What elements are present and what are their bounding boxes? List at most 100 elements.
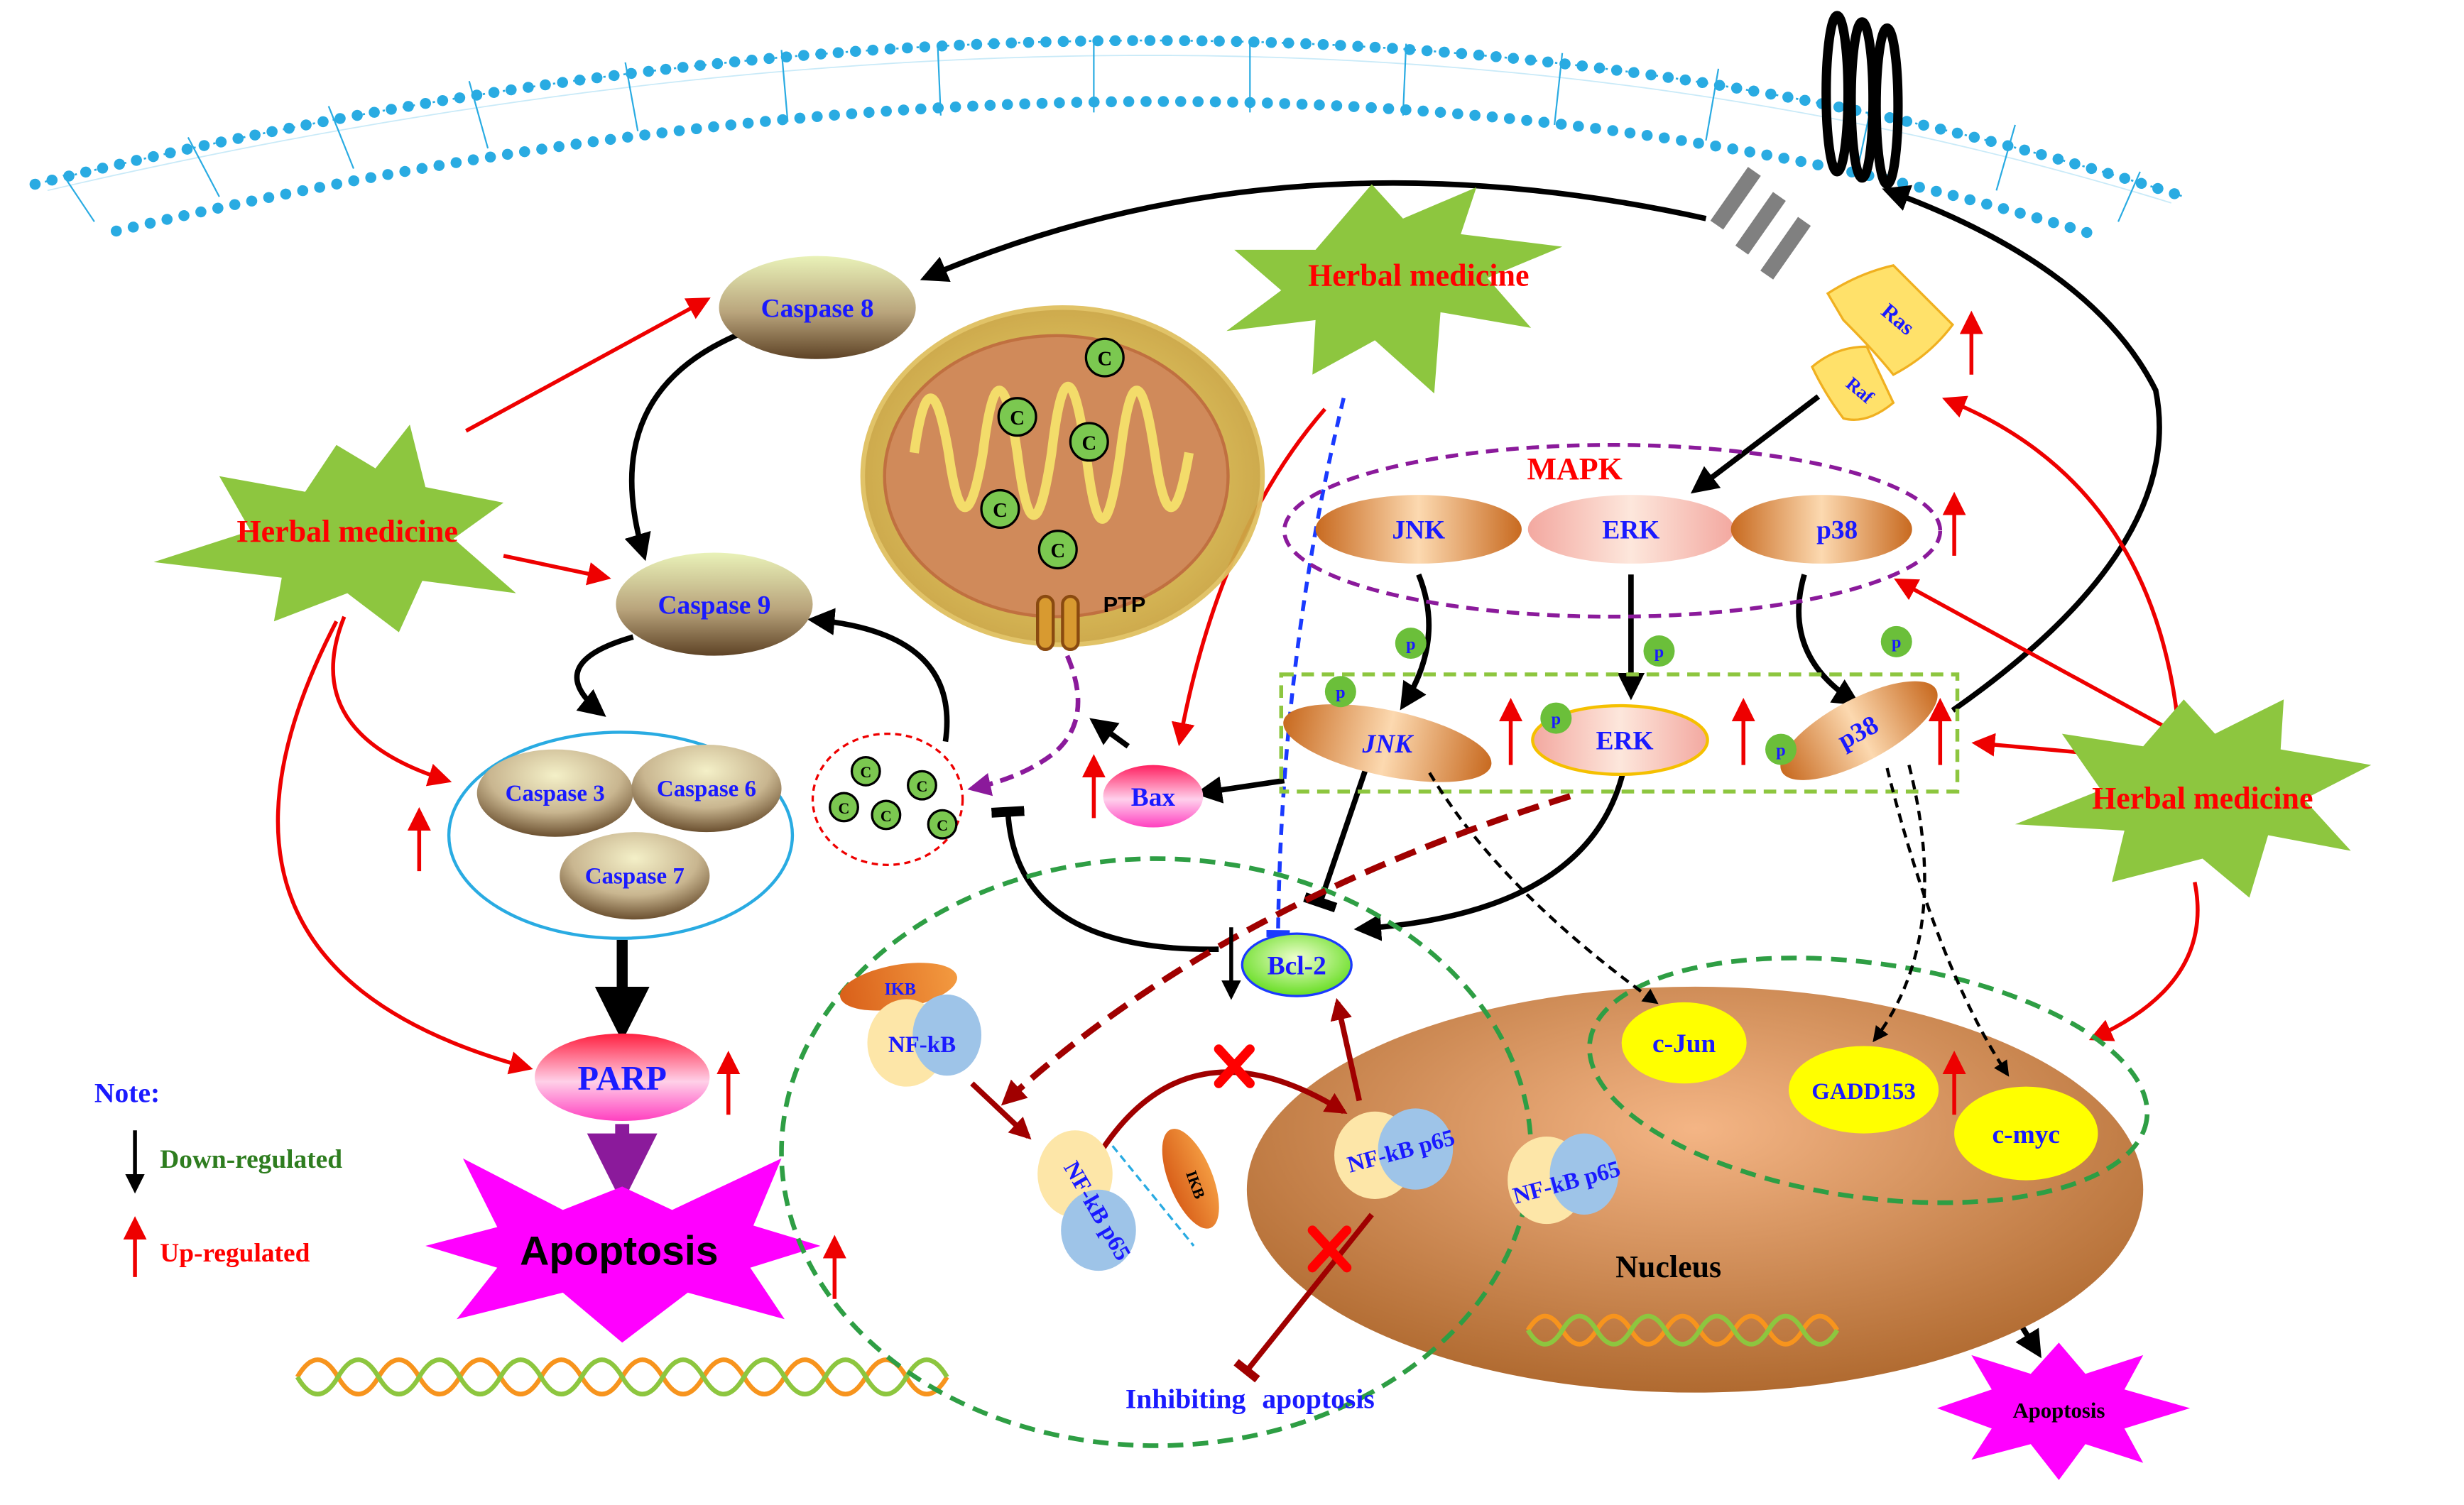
caspase3-label: Caspase 3 bbox=[506, 781, 605, 806]
caspase7-node bbox=[560, 832, 710, 920]
inhibiting-apoptosis-label: Inhibiting apoptosis bbox=[1125, 1384, 1375, 1415]
herbal-medicine-top-label: Herbal medicine bbox=[1308, 258, 1529, 292]
svg-text:C: C bbox=[917, 777, 928, 795]
erk-label: ERK bbox=[1602, 516, 1659, 545]
mapk-group bbox=[1282, 443, 1943, 619]
caspase9-label: Caspase 9 bbox=[658, 591, 771, 620]
svg-text:C: C bbox=[1010, 407, 1025, 429]
released-cytochrome-c-labels: C C C C C bbox=[839, 763, 948, 834]
caspase8-label: Caspase 8 bbox=[761, 294, 874, 323]
bax-node bbox=[1103, 765, 1204, 828]
inhibitor-bars-icon bbox=[1710, 167, 1811, 280]
ras-node bbox=[1826, 264, 1955, 376]
herbal-medicine-left-icon bbox=[153, 425, 516, 633]
nucleus-label: Nucleus bbox=[1615, 1249, 1721, 1284]
nfkb-inhibits-apoptosis-line bbox=[1233, 1213, 1374, 1383]
erk-node bbox=[1527, 495, 1735, 564]
svg-text:p: p bbox=[1892, 633, 1901, 652]
released-cytochrome-c-group bbox=[811, 732, 964, 866]
dna-helix-icon bbox=[295, 1357, 949, 1397]
svg-text:C: C bbox=[937, 816, 948, 834]
transcription-region bbox=[1587, 956, 2150, 1205]
p-jnk-label: JNK bbox=[1362, 730, 1415, 759]
nfkb-p65-free-b bbox=[1061, 1189, 1136, 1271]
svg-text:C: C bbox=[1081, 432, 1096, 454]
nucleus-dna-icon bbox=[1525, 1313, 1839, 1347]
herbal-medicine-left-label: Herbal medicine bbox=[236, 514, 457, 549]
up-regulated-marks bbox=[407, 310, 1983, 1299]
herbal-medicine-right-label: Herbal medicine bbox=[2092, 781, 2313, 816]
nfkb-to-bcl2-arrow bbox=[1330, 997, 1362, 1102]
legend-title: Note: bbox=[94, 1078, 160, 1109]
mapk-to-tf-arrows bbox=[1428, 765, 2010, 1077]
released-cytochrome-c bbox=[829, 755, 958, 840]
p-jnk-node bbox=[1283, 704, 1492, 782]
nfkb-subunit-b bbox=[912, 994, 982, 1076]
svg-text:C: C bbox=[1050, 540, 1065, 562]
c-myc-label: c-myc bbox=[1993, 1120, 2060, 1149]
erk-to-nfkb-dashed-arrow bbox=[1001, 793, 1571, 1106]
phospho-mapk-box bbox=[1279, 672, 1960, 794]
caspase8-node bbox=[719, 256, 916, 359]
p-p38-node bbox=[1780, 681, 1938, 780]
mapk-label: MAPK bbox=[1527, 452, 1623, 486]
apoptosis-burst-icon bbox=[425, 1158, 821, 1343]
parp-node bbox=[535, 1033, 710, 1122]
executioner-caspase-group bbox=[447, 730, 795, 940]
cytc-release-path bbox=[967, 655, 1081, 797]
herbal-inhibits-bcl2-line bbox=[1266, 398, 1346, 938]
apoptosis-small-label: Apoptosis bbox=[2012, 1399, 2105, 1423]
nfkb-release-arrow bbox=[970, 1081, 1032, 1140]
bax-label: Bax bbox=[1131, 783, 1176, 812]
c-jun-label: c-Jun bbox=[1652, 1029, 1716, 1058]
ikb-free-node bbox=[1162, 1129, 1219, 1229]
cell-membrane bbox=[29, 35, 2190, 243]
raf-node bbox=[1810, 345, 1895, 421]
block-x-icons bbox=[1214, 1044, 1352, 1273]
gadd153-label: GADD153 bbox=[1811, 1079, 1916, 1105]
svg-text:C: C bbox=[881, 807, 892, 825]
legend-down-label: Down-regulated bbox=[160, 1145, 342, 1174]
cytochrome-c-mito bbox=[980, 337, 1125, 570]
ptp-channel bbox=[1036, 594, 1080, 652]
nfkb-p65-nucleus2-b bbox=[1549, 1133, 1619, 1215]
p38-node bbox=[1730, 495, 1912, 564]
svg-text:p: p bbox=[1552, 709, 1561, 728]
svg-text:p: p bbox=[1776, 740, 1785, 760]
cytochrome-c-mito-labels: C C C C C bbox=[993, 349, 1112, 562]
jnk-label: JNK bbox=[1392, 516, 1445, 545]
dissociation-line bbox=[1111, 1145, 1195, 1247]
caspase9-node bbox=[616, 552, 813, 656]
svg-text:C: C bbox=[839, 799, 850, 817]
c-jun-node bbox=[1621, 1002, 1747, 1084]
parp-label: PARP bbox=[578, 1060, 667, 1098]
phosphate-groups bbox=[1324, 625, 1912, 765]
p-erk-label: ERK bbox=[1596, 727, 1654, 756]
mitochondrion bbox=[860, 305, 1265, 647]
ikb-node bbox=[840, 963, 957, 1011]
caspase3-node bbox=[476, 749, 633, 837]
svg-text:p: p bbox=[1406, 635, 1415, 654]
nfkb-p65-nuclear-b bbox=[1378, 1108, 1454, 1190]
svg-text:C: C bbox=[860, 763, 871, 781]
nfkb-label: NF-kB bbox=[888, 1032, 956, 1058]
caspase6-label: Caspase 6 bbox=[657, 777, 756, 802]
herbal-medicine-top-icon bbox=[1226, 184, 1563, 394]
black-arrows bbox=[574, 180, 2162, 1359]
gadd153-node bbox=[1789, 1046, 1939, 1134]
svg-text:C: C bbox=[993, 500, 1008, 522]
c-myc-node bbox=[1954, 1086, 2098, 1181]
bcl2-label: Bcl-2 bbox=[1268, 951, 1326, 980]
membrane-receptor bbox=[1821, 11, 1903, 190]
nfkb-translocation-arrow bbox=[1096, 1069, 1348, 1157]
ikb-label: IKB bbox=[884, 980, 915, 999]
legend-up-label: Up-regulated bbox=[160, 1239, 310, 1268]
apoptosis-label: Apoptosis bbox=[520, 1228, 718, 1274]
legend: Note: Down-regulated Up-regulated bbox=[94, 1078, 342, 1277]
caspase7-label: Caspase 7 bbox=[585, 864, 685, 890]
herbal-medicine-right-icon bbox=[2015, 699, 2372, 898]
caspase6-node bbox=[631, 745, 782, 833]
jnk-node bbox=[1315, 495, 1522, 564]
